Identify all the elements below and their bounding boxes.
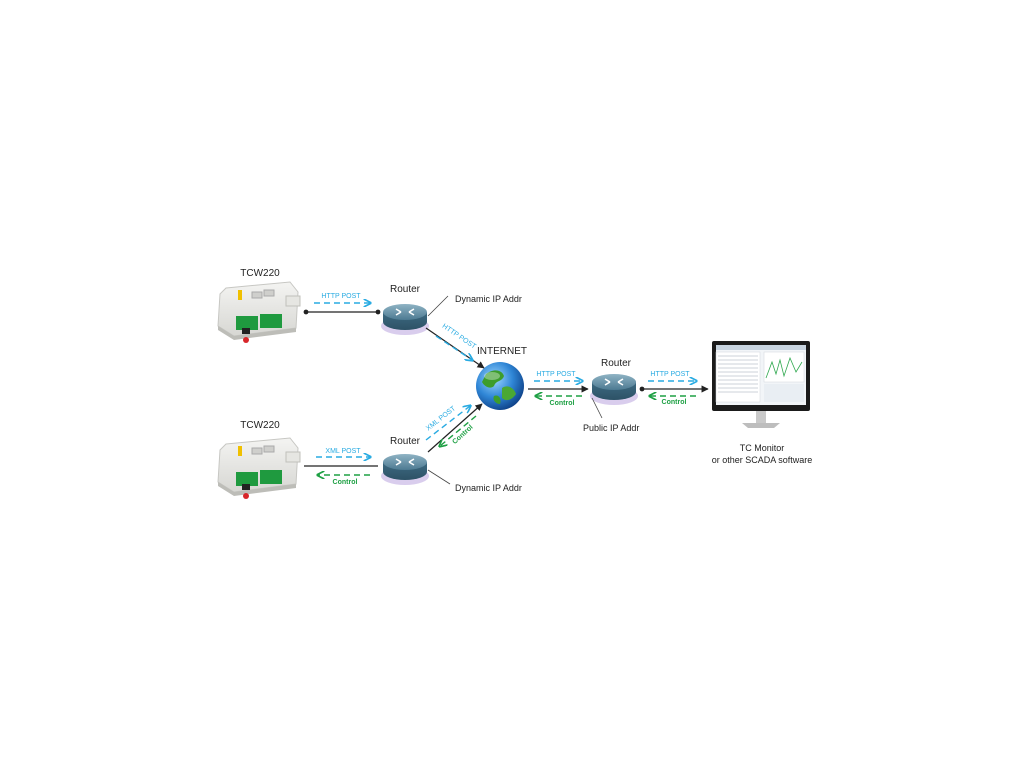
arrow-label-control-4: Control: [333, 479, 358, 486]
internet-label: INTERNET: [477, 346, 527, 357]
arrow-label-http-post-3: HTTP POST: [536, 371, 576, 378]
tcw220-label-top: TCW220: [240, 268, 280, 279]
globe-icon: [476, 362, 524, 410]
monitor-icon: [712, 341, 810, 428]
arrow-label-xml-post-2: XML POST: [325, 448, 361, 455]
tcw220-device-bottom: [217, 437, 301, 499]
router-icon-right: [590, 374, 638, 405]
arrow-label-http-post-4: HTTP POST: [650, 371, 690, 378]
router-label-bottom: Router: [390, 436, 421, 447]
public-ip-label: Public IP Addr: [583, 423, 639, 433]
arrow-label-control-2: Control: [550, 400, 575, 407]
tcw220-label-bottom: TCW220: [240, 420, 280, 431]
arrow-label-http-post-2: HTTP POST: [441, 323, 478, 351]
tcw220-device-top: [217, 281, 301, 343]
arrow-http-post-2: [435, 335, 472, 360]
leader-line-right: [591, 397, 603, 419]
link-router-bottom-internet: [427, 403, 483, 453]
dynamic-ip-label-top: Dynamic IP Addr: [455, 294, 522, 304]
monitor-label-line1: TC Monitor: [740, 443, 785, 453]
monitor-label-line2: or other SCADA software: [712, 455, 813, 465]
leader-line-top: [427, 295, 449, 317]
router-icon-top: [381, 304, 429, 335]
arrow-label-control-3: Control: [451, 424, 474, 446]
router-icon-bottom: [381, 454, 429, 485]
router-label-right: Router: [601, 358, 632, 369]
leader-line-bottom: [427, 469, 451, 485]
arrow-label-http-post-1: HTTP POST: [321, 293, 361, 300]
dynamic-ip-label-bottom: Dynamic IP Addr: [455, 483, 522, 493]
arrow-label-control-1: Control: [662, 399, 687, 406]
router-label-top: Router: [390, 284, 421, 295]
arrow-control-3: [440, 415, 477, 446]
